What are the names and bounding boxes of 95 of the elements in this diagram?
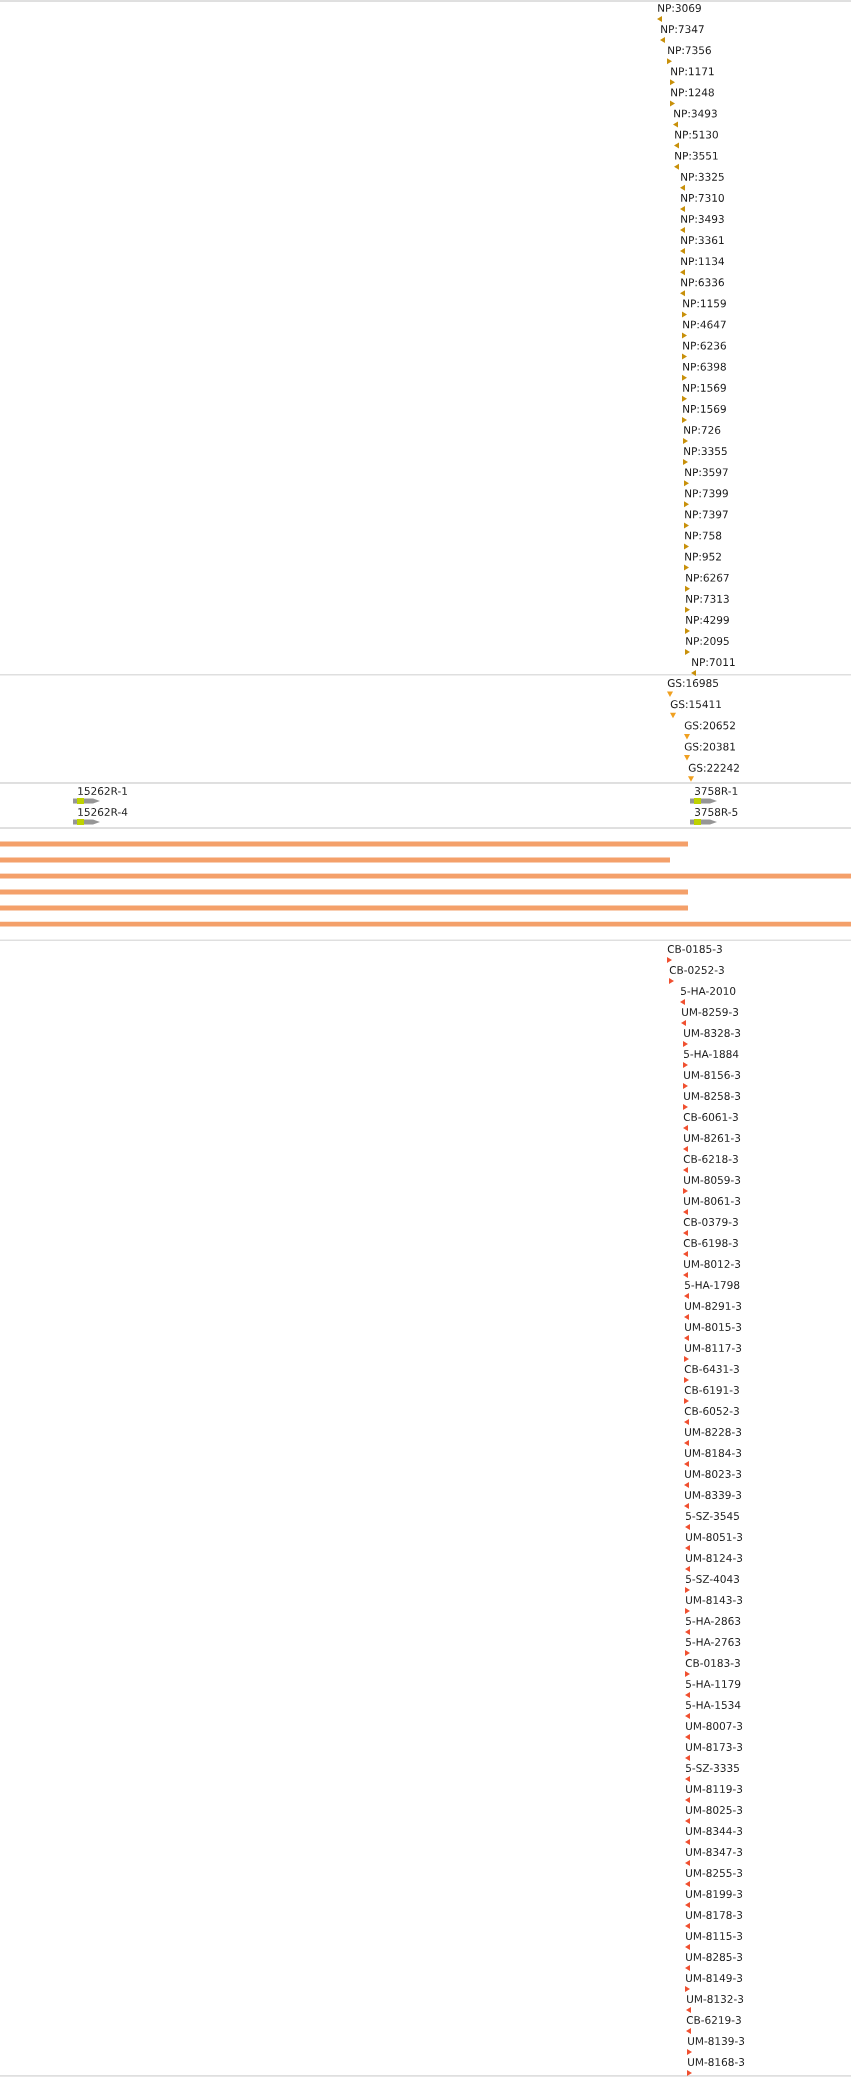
feature-label: NP:1134: [681, 257, 725, 266]
feature-label: CB-6431-3: [684, 1365, 739, 1373]
feature-label: UM-8051-3: [686, 1533, 743, 1541]
feature-label: 3758R-5: [695, 808, 738, 816]
feature-label: NP:1569: [683, 383, 726, 392]
feature-label: UM-8059-3: [684, 1176, 741, 1184]
feature-label: 5-HA-1179: [686, 1680, 741, 1688]
feature-label: UM-8139-3: [688, 2037, 745, 2045]
feature-label: UM-8156-3: [684, 1071, 741, 1079]
feature-label: 3758R-1: [695, 787, 738, 795]
feature-label: UM-8285-3: [686, 1953, 743, 1961]
feature-label: UM-8015-3: [685, 1323, 742, 1331]
feature-label: NP:7347: [661, 25, 704, 34]
feature-label: UM-8132-3: [687, 1995, 744, 2003]
feature-label: 5-SZ-4043: [686, 1575, 739, 1583]
feature-label: UM-8025-3: [686, 1806, 743, 1814]
feature-label: UM-8117-3: [685, 1344, 742, 1352]
feature-label: UM-8291-3: [685, 1302, 742, 1310]
feature-label: UM-8061-3: [684, 1197, 741, 1205]
feature-label: GS:22242: [688, 763, 739, 772]
feature-label: UM-8149-3: [686, 1974, 743, 1982]
feature-label: NP:1248: [671, 88, 714, 97]
feature-label: NP:1159: [683, 299, 726, 308]
feature-label: NP:7011: [692, 658, 735, 667]
feature-label: 15262R-4: [78, 808, 128, 816]
feature-label: NP:4299: [686, 615, 729, 624]
feature-label: GS:16985: [667, 679, 718, 687]
feature-label: 15262R-1: [78, 787, 127, 795]
feature-label: UM-8339-3: [685, 1491, 742, 1499]
feature-label: CB-0252-3: [669, 966, 724, 974]
feature-label: GS:15411: [670, 700, 721, 709]
feature-label: NP:6336: [681, 278, 724, 287]
feature-label: 5-SZ-3545: [686, 1512, 739, 1520]
feature-label: UM-8184-3: [685, 1449, 742, 1457]
feature-label: NP:726: [684, 426, 721, 434]
feature-label: UM-8173-3: [686, 1743, 743, 1751]
feature-label: 5-HA-1534: [686, 1701, 741, 1709]
feature-label: UM-8347-3: [686, 1848, 743, 1856]
feature-label: UM-8228-3: [685, 1428, 742, 1436]
feature-label: NP:2095: [686, 637, 729, 645]
feature-label: UM-8255-3: [686, 1869, 743, 1877]
feature-label: NP:7310: [681, 193, 724, 202]
feature-label: CB-6061-3: [683, 1113, 738, 1121]
feature-label: UM-8119-3: [686, 1785, 743, 1793]
feature-label: NP:6236: [683, 341, 726, 350]
feature-label: CB-0185-3: [667, 945, 722, 953]
feature-label: NP:6267: [686, 573, 729, 582]
feature-label: UM-8344-3: [686, 1827, 743, 1835]
feature-label: UM-8328-3: [684, 1029, 741, 1037]
feature-label: NP:3493: [674, 109, 717, 118]
feature-label: 5-HA-2010: [681, 987, 736, 995]
feature-label: NP:7356: [668, 46, 711, 55]
feature-label: NP:1171: [671, 67, 714, 76]
feature-label: CB-6052-3: [684, 1407, 739, 1415]
feature-label: NP:5130: [675, 130, 718, 139]
feature-label: 5-HA-1884: [684, 1050, 739, 1058]
feature-label: CB-6198-3: [683, 1239, 738, 1247]
feature-label: UM-8168-3: [688, 2058, 745, 2066]
feature-label: NP:7313: [686, 594, 729, 603]
feature-label: UM-8259-3: [682, 1008, 739, 1016]
feature-label: 5-SZ-3335: [686, 1764, 739, 1772]
feature-label: NP:7397: [685, 510, 728, 519]
feature-label: CB-6219-3: [686, 2016, 741, 2024]
feature-label: NP:3355: [684, 447, 727, 456]
feature-label: NP:3361: [681, 236, 724, 245]
feature-label: UM-8261-3: [684, 1134, 741, 1142]
feature-label: UM-8178-3: [686, 1911, 743, 1919]
feature-label: NP:3069: [658, 4, 701, 12]
feature-label: UM-8258-3: [684, 1092, 741, 1100]
feature-label: CB-6191-3: [684, 1386, 739, 1394]
feature-label: 5-HA-2763: [686, 1638, 741, 1646]
feature-label: NP:3551: [675, 151, 718, 160]
feature-label: UM-8199-3: [686, 1890, 743, 1898]
feature-label: UM-8007-3: [686, 1722, 743, 1730]
feature-label: UM-8143-3: [686, 1596, 743, 1604]
feature-label: NP:7399: [685, 489, 728, 498]
feature-label: NP:6398: [683, 362, 726, 371]
feature-label: 5-HA-1798: [685, 1281, 740, 1289]
feature-label: UM-8012-3: [684, 1260, 741, 1268]
feature-label: CB-0183-3: [685, 1659, 740, 1667]
feature-label: NP:1569: [683, 404, 726, 413]
feature-label: 5-HA-2863: [686, 1617, 741, 1625]
feature-label: NP:758: [685, 531, 722, 540]
feature-label: NP:4647: [683, 320, 726, 329]
feature-label: UM-8023-3: [685, 1470, 742, 1478]
feature-label: NP:3325: [681, 172, 724, 181]
feature-label: NP:3493: [681, 215, 724, 223]
feature-label: CB-0379-3: [683, 1218, 738, 1226]
feature-label: NP:952: [685, 552, 721, 561]
feature-label: GS:20652: [684, 721, 735, 730]
feature-label: UM-8124-3: [686, 1554, 743, 1562]
feature-label: GS:20381: [684, 742, 735, 751]
feature-label: NP:3597: [685, 468, 728, 477]
feature-label: UM-8115-3: [686, 1932, 743, 1940]
feature-label: CB-6218-3: [683, 1155, 738, 1163]
